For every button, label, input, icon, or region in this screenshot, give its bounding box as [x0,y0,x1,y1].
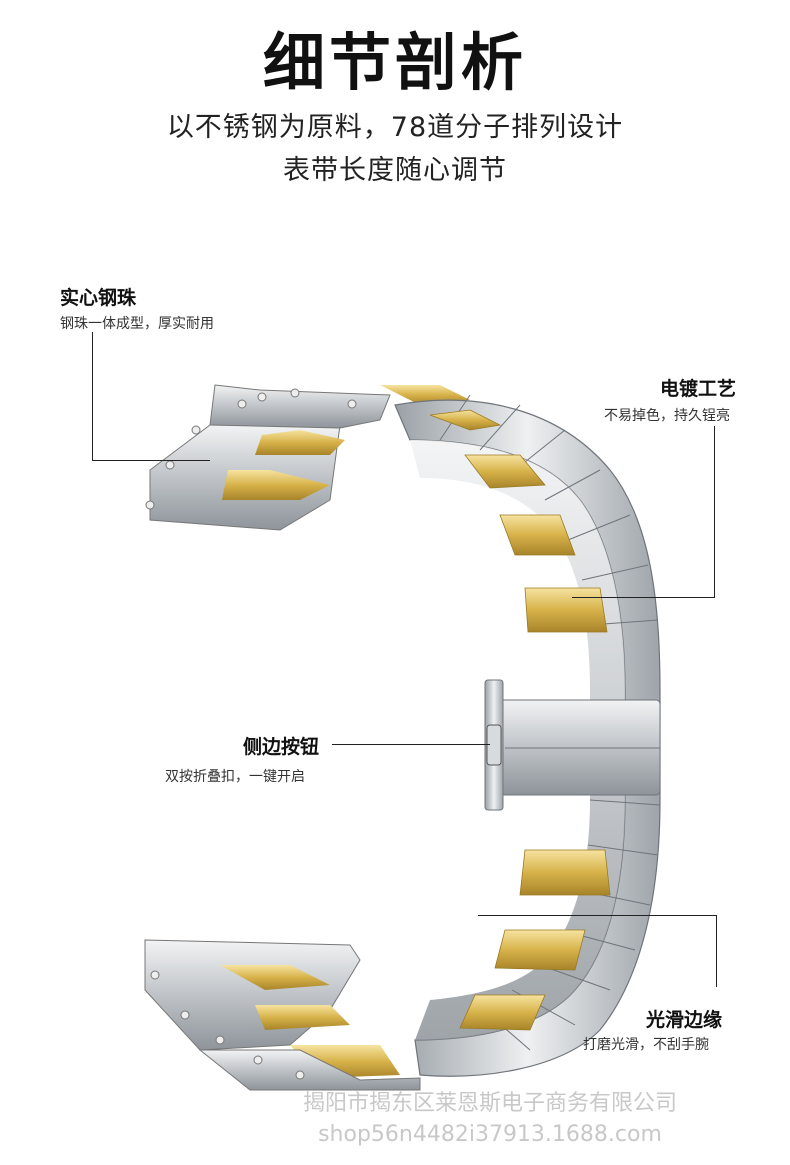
page-title: 细节剖析 [262,26,527,99]
callout-smooth-edge-line-h [478,915,716,916]
subtitle-line-1: 以不锈钢为原料，78道分子排列设计 [166,112,624,143]
callout-steel-bead-title: 实心钢珠 [60,287,137,309]
butterfly-clasp [484,679,661,811]
callout-steel-bead-desc: 钢珠一体成型，厚实耐用 [60,316,214,332]
callout-steel-bead-line-v [92,332,93,460]
callout-plating-title: 电镀工艺 [660,378,737,400]
upper-strap [145,384,470,531]
watermark-shop: shop56n4482i37913.1688.com [318,1122,662,1147]
callout-plating-line-v [714,426,715,598]
callout-side-button-title: 侧边按钮 [243,736,320,758]
callout-side-button-line-h [332,744,490,745]
subtitle-line-2: 表带长度随心调节 [283,155,507,186]
watermark-company: 揭阳市揭东区莱恩斯电子商务有限公司 [302,1091,677,1116]
lower-strap [144,939,421,1091]
callout-smooth-edge-title: 光滑边缘 [646,1009,723,1031]
callout-steel-bead-line-h [92,460,210,461]
band-arc [394,394,661,1077]
callout-smooth-edge-desc: 打磨光滑，不刮手腕 [583,1037,709,1053]
callout-smooth-edge-line-v [716,915,717,987]
callout-plating-desc: 不易掉色，持久锃亮 [604,408,730,424]
callout-side-button-desc: 双按折叠扣，一键开启 [165,769,305,785]
callout-plating-line-h [572,597,715,598]
